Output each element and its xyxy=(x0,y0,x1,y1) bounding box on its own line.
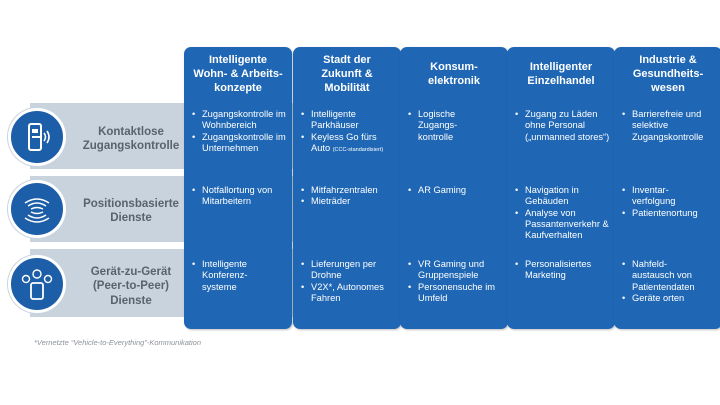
list-item: Inventar- verfolgung xyxy=(622,185,718,208)
list-item: Geräte orten xyxy=(622,293,718,305)
list-item: Personalisiertes Marketing xyxy=(515,259,611,282)
row-label-p2p: Gerät-zu-Gerät (Peer-to-Peer) Dienste xyxy=(90,266,172,307)
list-item: Analyse von Passantenverkehr & Kaufverha… xyxy=(515,208,611,242)
devices-icon xyxy=(8,255,66,313)
column-consumer-electronics: Konsum- elektronik Logische Zugangs- kon… xyxy=(400,47,508,329)
list-item: V2X*, Autonomes Fahren xyxy=(301,282,397,305)
list-item: Zugangskontrolle im Wohnbereich xyxy=(192,109,288,132)
row-label-access: Kontaktlose Zugangskontrolle xyxy=(82,126,180,153)
ccc-note: (CCC-standardisiert) xyxy=(332,146,384,153)
column-smart-living: Intelligente Wohn- & Arbeits- konzepte Z… xyxy=(184,47,292,329)
list-item: Lieferungen per Drohne xyxy=(301,259,397,282)
list-item: Intelligente Konferenz- systeme xyxy=(192,259,288,293)
list-item: Zugangskontrolle im Unternehmen xyxy=(192,132,288,155)
column-industry-health: Industrie & Gesundheits- wesen Barrieref… xyxy=(614,47,720,329)
signal-waves-icon xyxy=(8,180,66,238)
column-title: Intelligente Wohn- & Arbeits- konzepte xyxy=(193,54,283,94)
column-title: Intelligenter Einzelhandel xyxy=(527,61,595,87)
list-item: Mieträder xyxy=(301,196,397,208)
list-item: Barrierefreie und selektive Zugangskontr… xyxy=(622,109,718,143)
list-item: Zugang zu Läden ohne Personal („unmanned… xyxy=(515,109,611,143)
list-item: Mitfahrzentralen xyxy=(301,185,397,197)
door-lock-icon xyxy=(8,108,66,166)
list-item: Personensuche im Umfeld xyxy=(408,282,504,305)
column-smart-city: Stadt der Zukunft & Mobilität Intelligen… xyxy=(293,47,401,329)
column-title: Konsum- elektronik xyxy=(428,61,480,87)
column-title: Industrie & Gesundheits- wesen xyxy=(632,54,704,94)
column-smart-retail: Intelligenter Einzelhandel Zugang zu Läd… xyxy=(507,47,615,329)
list-item: Intelligente Parkhäuser xyxy=(301,109,397,132)
list-item: VR Gaming und Gruppenspiele xyxy=(408,259,504,282)
column-title: Stadt der Zukunft & Mobilität xyxy=(321,54,373,94)
footnote: *Vernetzte “Vehicle-to-Everything”-Kommu… xyxy=(34,338,202,347)
list-item: Logische Zugangs- kontrolle xyxy=(408,109,504,143)
row-label-position: Positionsbasierte Dienste xyxy=(83,198,179,225)
list-item: Navigation in Gebäuden xyxy=(515,185,611,208)
list-item: Patientenortung xyxy=(622,208,718,220)
list-item: Notfallortung von Mitarbeitern xyxy=(192,185,288,208)
list-item: Nahfeld- austausch von Patientendaten xyxy=(622,259,718,293)
list-item: Intelligente ParkhäuserKeyless Go fürs A… xyxy=(301,132,397,155)
list-item: AR Gaming xyxy=(408,185,504,197)
